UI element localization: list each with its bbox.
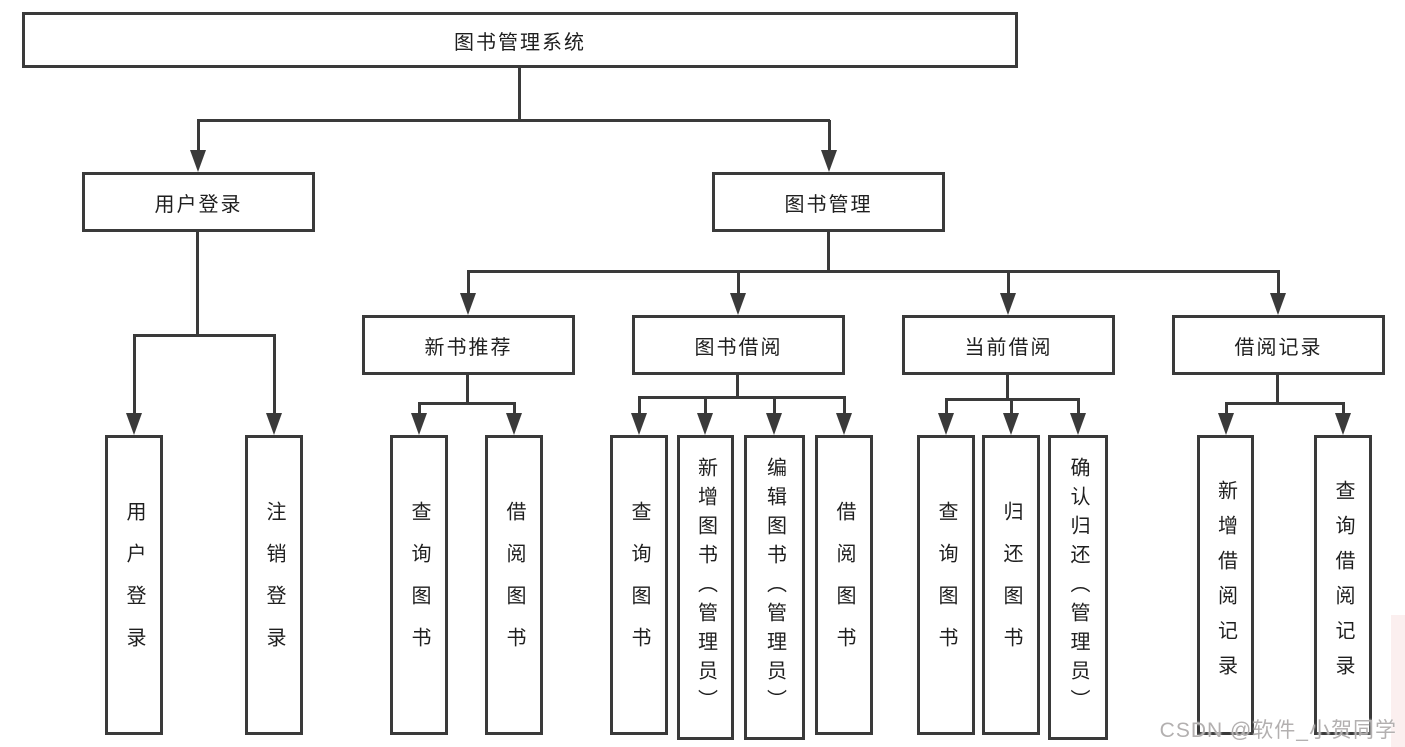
connector-bookmgmt-bus — [467, 270, 1280, 273]
leaf-add-borrow-record: 新增借阅记录 — [1197, 435, 1254, 735]
leaf-borrow-books-2: 借阅图书 — [815, 435, 873, 735]
arrow-to-leaf-add-record — [1218, 404, 1234, 435]
arrow-to-current-borrow — [1000, 272, 1016, 315]
arrow-to-leaf-query-books-3 — [938, 400, 954, 435]
connector-newbook-bus — [418, 402, 516, 405]
leaf-query-books-1: 查询图书 — [390, 435, 448, 735]
connector-userlogin-bus — [133, 334, 276, 337]
node-label: 编辑图书（管理员） — [763, 457, 786, 718]
leaf-query-books-3: 查询图书 — [917, 435, 975, 735]
arrow-to-leaf-query-record — [1335, 404, 1351, 435]
arrow-to-leaf-return-books — [1003, 400, 1019, 435]
node-book-borrow: 图书借阅 — [632, 315, 845, 375]
corner-tint — [1391, 615, 1405, 747]
node-label: 注销登录 — [263, 501, 285, 669]
connector-bookmgmt-stem — [827, 232, 830, 272]
leaf-logout: 注销登录 — [245, 435, 303, 735]
connector-borrowrecord-bus — [1225, 402, 1345, 405]
connector-root-stem — [518, 68, 521, 120]
node-label: 查询借阅记录 — [1332, 480, 1354, 690]
node-label: 新增图书（管理员） — [694, 457, 717, 718]
csdn-watermark: CSDN @软件_小贺同学 — [1159, 719, 1397, 742]
node-label: 新书推荐 — [424, 336, 513, 359]
leaf-query-books-2: 查询图书 — [610, 435, 668, 735]
connector-root-bus — [197, 119, 830, 122]
arrow-to-book-management — [821, 120, 837, 172]
arrow-to-leaf-confirm-return — [1070, 400, 1086, 435]
connector-newbook-stem — [466, 375, 469, 404]
connector-userlogin-stem — [196, 232, 199, 336]
node-label: 用户登录 — [123, 501, 145, 669]
node-label: 图书管理 — [784, 193, 873, 216]
arrow-to-book-borrow — [730, 272, 746, 315]
node-library-system: 图书管理系统 — [22, 12, 1018, 68]
node-borrow-record: 借阅记录 — [1172, 315, 1385, 375]
arrow-to-leaf-user-login — [126, 336, 142, 435]
node-label: 用户登录 — [154, 193, 243, 216]
arrow-to-leaf-borrow-books-2 — [836, 398, 852, 435]
arrow-to-new-book-recommend — [460, 272, 476, 315]
node-label: 图书借阅 — [694, 336, 783, 359]
leaf-edit-books-admin: 编辑图书（管理员） — [744, 435, 805, 740]
leaf-query-borrow-record: 查询借阅记录 — [1314, 435, 1372, 735]
connector-bookborrow-bus — [638, 396, 846, 399]
arrow-to-leaf-query-books-1 — [411, 404, 427, 435]
connector-currentborrow-stem — [1006, 375, 1009, 400]
node-user-login-group: 用户登录 — [82, 172, 315, 232]
node-book-management: 图书管理 — [712, 172, 945, 232]
leaf-confirm-return-admin: 确认归还（管理员） — [1048, 435, 1108, 740]
leaf-return-books: 归还图书 — [982, 435, 1040, 735]
arrow-to-leaf-query-books-2 — [631, 398, 647, 435]
leaf-borrow-books-1: 借阅图书 — [485, 435, 543, 735]
leaf-user-login: 用户登录 — [105, 435, 163, 735]
arrow-to-leaf-add-books — [697, 398, 713, 435]
arrow-to-leaf-logout — [266, 336, 282, 435]
node-current-borrow: 当前借阅 — [902, 315, 1115, 375]
node-label: 查询图书 — [935, 501, 957, 669]
arrow-to-leaf-borrow-books-1 — [506, 404, 522, 435]
arrow-to-user-login-group — [190, 120, 206, 172]
node-label: 查询图书 — [628, 501, 650, 669]
node-label: 借阅图书 — [503, 501, 525, 669]
connector-bookborrow-stem — [736, 375, 739, 398]
arrow-to-borrow-record — [1270, 272, 1286, 315]
node-label: 借阅记录 — [1234, 336, 1323, 359]
node-label: 归还图书 — [1000, 501, 1022, 669]
node-label: 新增借阅记录 — [1214, 480, 1237, 690]
node-label: 当前借阅 — [964, 336, 1053, 359]
connector-borrowrecord-stem — [1276, 375, 1279, 404]
node-label: 图书管理系统 — [454, 31, 586, 54]
node-label: 借阅图书 — [833, 501, 855, 669]
node-new-book-recommend: 新书推荐 — [362, 315, 575, 375]
leaf-add-books-admin: 新增图书（管理员） — [677, 435, 734, 740]
connector-currentborrow-bus — [945, 398, 1080, 401]
node-label: 查询图书 — [408, 501, 430, 669]
arrow-to-leaf-edit-books — [766, 398, 782, 435]
node-label: 确认归还（管理员） — [1067, 457, 1089, 718]
